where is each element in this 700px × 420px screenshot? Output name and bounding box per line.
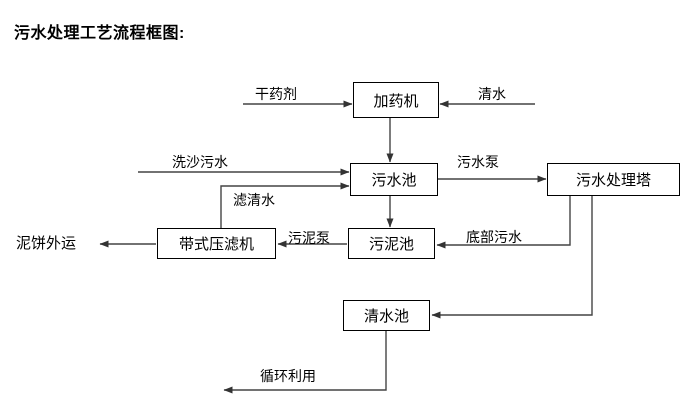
terminal-label-mud-cake-transport: 泥饼外运 — [16, 235, 77, 252]
connector-tower-to-clear-water-pool — [431, 196, 593, 319]
connector-tower-to-sludge-pool — [436, 196, 571, 249]
connector-clear-water-pool-to-reuse — [223, 331, 387, 394]
edge-label-bottom-sewage: 底部污水 — [466, 229, 522, 245]
edge-label-clean-water: 清水 — [478, 86, 506, 102]
node-label-dosing-machine: 加药机 — [373, 92, 419, 110]
edge-label-filtered-clear-water: 滤清水 — [233, 192, 275, 208]
edge-label-sand-washing-sewage: 洗沙污水 — [172, 154, 228, 170]
node-label-sewage-treatment-tower: 污水处理塔 — [575, 172, 651, 189]
node-label-sludge-pool: 污泥池 — [368, 236, 414, 253]
edge-label-sewage-pump: 污水泵 — [457, 154, 499, 170]
node-sewage-pool[interactable]: 污水池 — [350, 163, 438, 196]
edge-label-recycle-reuse: 循环利用 — [260, 368, 316, 384]
edge-label-sludge-pump: 污泥泵 — [288, 230, 330, 246]
node-label-clear-water-pool: 清水池 — [363, 308, 409, 325]
node-label-belt-filter-press: 带式压滤机 — [178, 236, 254, 253]
node-sewage-treatment-tower[interactable]: 污水处理塔 — [547, 163, 680, 196]
node-label-sewage-pool: 污水池 — [371, 172, 417, 189]
node-dosing-machine[interactable]: 加药机 — [353, 82, 439, 118]
node-belt-filter-press[interactable]: 带式压滤机 — [157, 228, 276, 259]
edge-label-dry-reagent: 干药剂 — [255, 86, 297, 102]
page-title: 污水处理工艺流程框图: — [14, 25, 185, 42]
node-sludge-pool[interactable]: 污泥池 — [348, 228, 435, 259]
connector-filtered-water-to-sewage-pool — [220, 182, 350, 228]
node-clear-water-pool[interactable]: 清水池 — [343, 300, 430, 331]
